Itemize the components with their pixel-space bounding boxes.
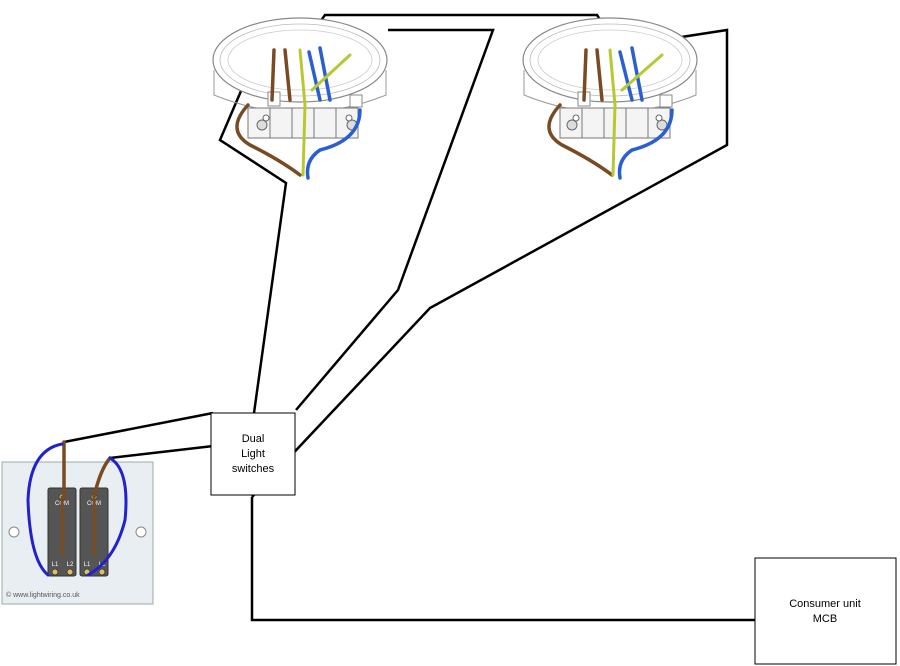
cable-feed-to-consumer bbox=[250, 497, 755, 622]
ceiling-rose-left bbox=[212, 17, 388, 180]
consumer-unit-line1: Consumer unit bbox=[789, 598, 861, 610]
cable-switch-to-plate-2 bbox=[109, 443, 223, 460]
switch-box-line1: Dual bbox=[242, 433, 265, 445]
screw-hole-right bbox=[135, 526, 147, 538]
ceiling-rose-right bbox=[522, 17, 698, 180]
dual-light-switches-box: Dual Light switches bbox=[210, 412, 296, 496]
rocker-left-l2: L2 bbox=[67, 562, 74, 568]
dual-switch-plate: COM COM L1 L2 L1 L2 © www.lightwiring.co… bbox=[1, 440, 154, 605]
consumer-unit-box: Consumer unit MCB bbox=[754, 557, 897, 665]
switch-box-line3: switches bbox=[232, 463, 275, 475]
cable-right-rose-loop bbox=[251, 28, 729, 498]
plate-website: © www.lightwiring.co.uk bbox=[6, 591, 80, 599]
cable-switch-to-plate-1 bbox=[63, 411, 214, 444]
consumer-unit-line2: MCB bbox=[813, 613, 837, 625]
rocker-right-l1: L1 bbox=[84, 562, 91, 568]
rocker-left-l1: L1 bbox=[52, 562, 59, 568]
screw-hole-left bbox=[8, 526, 20, 538]
switch-box-line2: Light bbox=[241, 448, 265, 460]
cable-lines bbox=[63, 13, 755, 622]
cable-rose-diagonal bbox=[295, 28, 495, 411]
